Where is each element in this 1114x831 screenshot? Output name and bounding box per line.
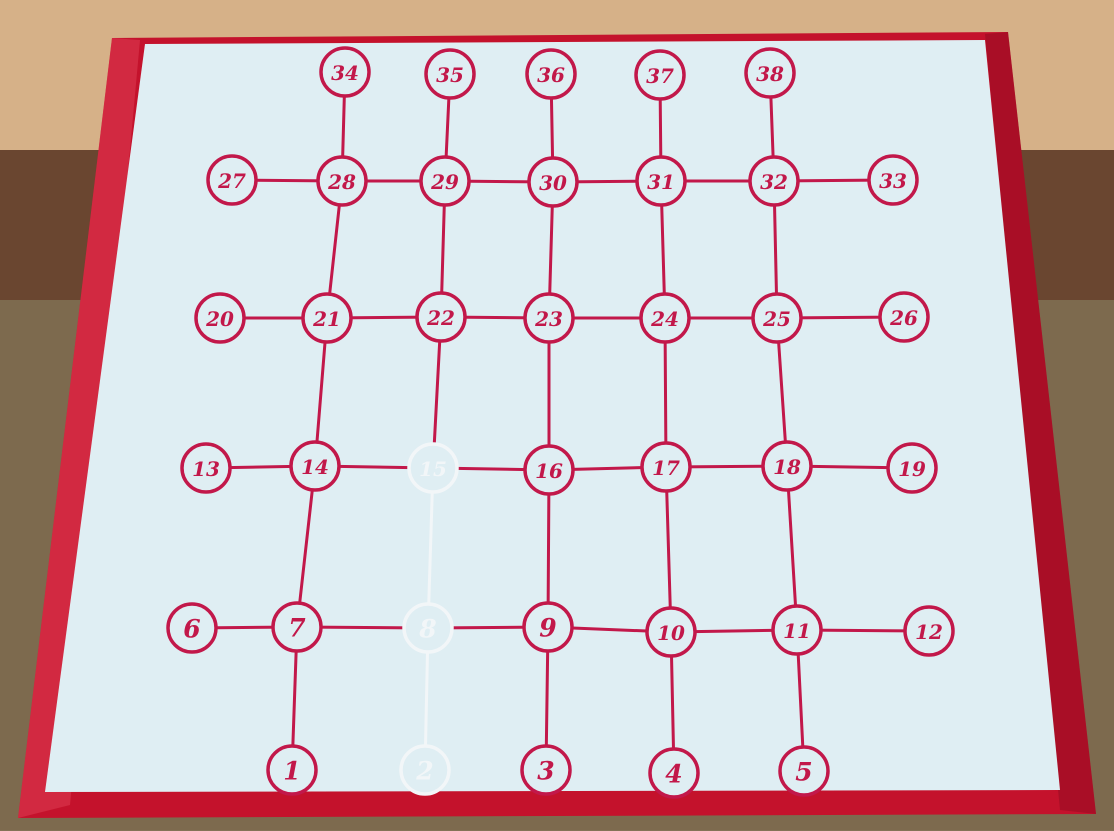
node-15: 15: [409, 444, 457, 492]
node-label-3: 3: [537, 757, 554, 786]
node-18: 18: [763, 442, 811, 490]
node-label-36: 36: [537, 63, 565, 87]
node-label-14: 14: [301, 455, 329, 479]
node-24: 24: [641, 294, 689, 342]
node-label-1: 1: [283, 757, 300, 786]
node-label-2: 2: [415, 757, 433, 786]
node-19: 19: [888, 444, 936, 492]
node-20: 20: [196, 294, 244, 342]
node-label-31: 31: [647, 170, 675, 194]
node-8: 8: [404, 604, 452, 652]
node-9: 9: [524, 603, 572, 651]
node-label-4: 4: [665, 760, 682, 789]
node-label-28: 28: [327, 170, 356, 194]
node-label-35: 35: [436, 63, 464, 87]
node-22: 22: [417, 293, 465, 341]
node-label-6: 6: [183, 615, 200, 644]
node-label-25: 25: [762, 307, 791, 331]
node-label-30: 30: [539, 171, 567, 195]
node-label-33: 33: [879, 169, 907, 193]
node-label-18: 18: [773, 455, 801, 479]
node-label-10: 10: [657, 621, 685, 645]
node-34: 34: [321, 48, 369, 96]
node-23: 23: [525, 294, 573, 342]
node-10: 10: [647, 608, 695, 656]
node-2: 2: [401, 746, 449, 794]
node-17: 17: [642, 443, 690, 491]
node-label-8: 8: [418, 615, 436, 644]
node-26: 26: [880, 293, 928, 341]
node-label-20: 20: [205, 307, 234, 331]
node-label-21: 21: [312, 307, 341, 331]
node-label-34: 34: [331, 61, 359, 85]
node-37: 37: [636, 51, 684, 99]
node-label-11: 11: [783, 619, 811, 643]
node-30: 30: [529, 158, 577, 206]
node-label-26: 26: [889, 306, 918, 330]
node-25: 25: [753, 294, 801, 342]
node-label-13: 13: [192, 457, 220, 481]
node-label-9: 9: [539, 614, 556, 643]
node-33: 33: [869, 156, 917, 204]
node-label-7: 7: [288, 614, 306, 643]
node-38: 38: [746, 49, 794, 97]
node-29: 29: [421, 157, 469, 205]
node-label-23: 23: [534, 307, 563, 331]
node-11: 11: [773, 606, 821, 654]
node-5: 5: [780, 747, 828, 795]
node-31: 31: [637, 157, 685, 205]
node-label-22: 22: [426, 306, 455, 330]
node-35: 35: [426, 50, 474, 98]
node-label-32: 32: [760, 170, 788, 194]
node-label-24: 24: [650, 307, 679, 331]
node-21: 21: [303, 294, 351, 342]
node-label-37: 37: [646, 64, 674, 88]
node-label-17: 17: [652, 456, 680, 480]
node-4: 4: [650, 749, 698, 797]
node-label-12: 12: [915, 620, 943, 644]
node-28: 28: [318, 157, 366, 205]
node-13: 13: [182, 444, 230, 492]
node-14: 14: [291, 442, 339, 490]
node-16: 16: [525, 446, 573, 494]
node-label-19: 19: [898, 457, 926, 481]
node-7: 7: [273, 603, 321, 651]
node-6: 6: [168, 604, 216, 652]
node-1: 1: [268, 746, 316, 794]
node-label-5: 5: [795, 758, 812, 787]
node-36: 36: [527, 50, 575, 98]
node-label-15: 15: [419, 457, 447, 481]
node-3: 3: [522, 746, 570, 794]
node-label-27: 27: [217, 169, 246, 193]
node-label-38: 38: [756, 62, 784, 86]
node-label-16: 16: [535, 459, 563, 483]
node-27: 27: [208, 156, 256, 204]
node-12: 12: [905, 607, 953, 655]
node-32: 32: [750, 157, 798, 205]
node-label-29: 29: [430, 170, 459, 194]
